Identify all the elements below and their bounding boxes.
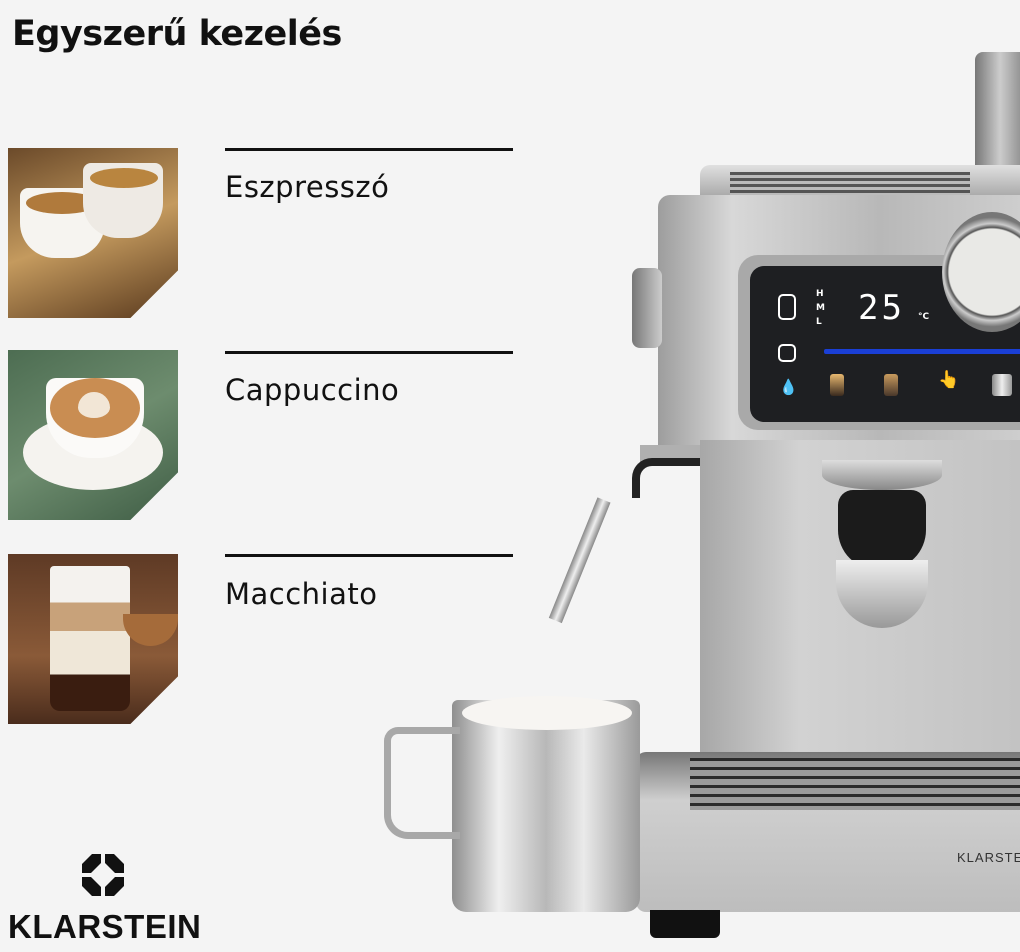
milk-foam	[462, 696, 632, 730]
item-label-espresso: Eszpresszó	[225, 170, 390, 204]
level-indicator: H M L	[816, 287, 826, 329]
double-espresso-button[interactable]	[884, 374, 898, 396]
pressure-gauge	[942, 212, 1020, 332]
machine-brand-label: KLARSTEIN	[957, 850, 1020, 865]
level-l: L	[816, 317, 822, 327]
level-m: M	[816, 303, 825, 313]
divider-line	[225, 148, 513, 151]
manual-button-icon[interactable]: 👆	[938, 370, 960, 390]
water-drop-icon[interactable]: 💧	[779, 378, 798, 396]
brand-name: KLARSTEIN	[8, 908, 202, 945]
item-label-macchiato: Macchiato	[225, 577, 378, 611]
temperature-display: 25	[858, 288, 905, 328]
brand-logo: KLARSTEIN	[8, 852, 202, 946]
cappuccino-photo	[8, 350, 178, 520]
temperature-unit: °C	[918, 312, 930, 322]
steam-button-icon[interactable]	[992, 374, 1012, 396]
descale-icon[interactable]	[778, 344, 796, 362]
macchiato-photo	[8, 554, 178, 724]
single-espresso-button[interactable]	[830, 374, 844, 396]
thermometer-icon[interactable]	[778, 294, 796, 320]
page-title: Egyszerű kezelés	[12, 14, 342, 54]
status-light-bar	[824, 349, 1020, 354]
milk-pitcher	[452, 700, 640, 912]
divider-line	[225, 554, 513, 557]
level-h: H	[816, 289, 824, 299]
divider-line	[225, 351, 513, 354]
espresso-photo	[8, 148, 178, 318]
klarstein-logo-icon	[80, 852, 126, 898]
item-label-cappuccino: Cappuccino	[225, 373, 400, 407]
